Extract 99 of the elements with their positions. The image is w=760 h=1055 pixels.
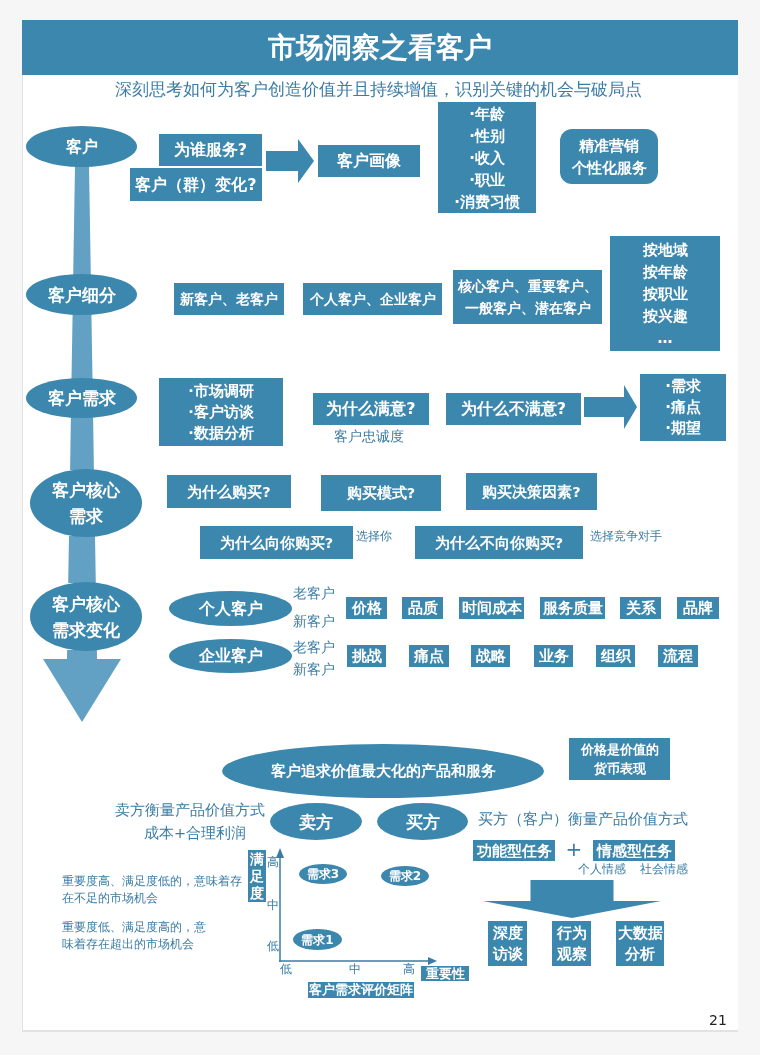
annotation: 选择你 (356, 527, 392, 545)
block-arrow (483, 880, 661, 918)
keyword-box: 时间成本 (459, 597, 524, 619)
oval-label: 卖方 (270, 803, 362, 840)
annotation: 买方（客户）衡量产品价值方式 (478, 809, 688, 829)
stage-oval: 客户核心需求变化 (30, 582, 142, 651)
title-banner: 市场洞察之看客户 (22, 20, 738, 75)
axis-tick-label: 低 (267, 937, 279, 955)
point-oval: 需求2 (381, 866, 429, 886)
list-box (610, 236, 720, 351)
text-line: ·数据分析 (188, 423, 254, 443)
question-box: 购买模式? (321, 475, 441, 511)
block-arrow (266, 139, 314, 183)
keyword-box: 价格 (346, 597, 387, 619)
keyword-box: 痛点 (409, 645, 449, 667)
text-line: 按年龄 (642, 261, 688, 283)
text-line: 个性化服务 (571, 157, 647, 179)
text-box: 价格是价值的货币表现 (569, 738, 670, 780)
annotation: 个人情感 (578, 860, 626, 878)
text-line: 按地域 (642, 239, 688, 261)
text-box: 核心客户、重要客户、一般客户、潜在客户 (453, 270, 602, 324)
text-line: ·性别 (469, 125, 505, 147)
annotation: 新客户 (293, 661, 335, 679)
keyword-box: 挑战 (347, 645, 386, 667)
annotation: 老客户 (293, 639, 335, 657)
question-box: 为什么购买? (167, 475, 291, 508)
list-box (640, 374, 726, 441)
oval-label: 个人客户 (169, 591, 292, 626)
chart-caption-box: 客户需求评价矩阵 (308, 982, 414, 998)
block-arrow (584, 385, 637, 429)
text-box: 情感型任务 (593, 840, 675, 861)
annotation: 老客户 (293, 585, 335, 603)
question-box: 为谁服务? (159, 134, 262, 166)
text-line: ·收入 (469, 147, 505, 169)
note-text: 重要度高、满足度低的，意味着存在不足的市场机会 (62, 873, 243, 907)
method-box: 大数据分析 (616, 921, 664, 966)
stage-oval: 客户 (26, 126, 137, 167)
question-box: 购买决策因素? (466, 473, 597, 510)
list-box (159, 378, 283, 446)
text-line: ·期望 (665, 418, 701, 439)
stage-oval: 客户需求 (26, 378, 137, 418)
question-box: 为什么向你购买? (200, 526, 353, 559)
rounded-box (560, 129, 658, 184)
text-line: ·市场调研 (188, 381, 254, 401)
text-line: ·职业 (469, 169, 505, 191)
annotation: 客户忠诚度 (334, 428, 404, 446)
text-box: 新客户、老客户 (174, 283, 284, 315)
plus-sign: + (565, 837, 583, 861)
keyword-box: 服务质量 (540, 597, 605, 619)
list-box (438, 102, 536, 213)
annotation: 卖方衡量产品价值方式 (115, 800, 265, 820)
keyword-box: 组织 (596, 645, 635, 667)
text-line: ·消费习惯 (454, 191, 520, 213)
text-line: 按职业 (642, 283, 688, 305)
axis-tick-label: 高 (403, 960, 415, 978)
arrow-shaft (68, 536, 96, 583)
text-line: ·痛点 (665, 397, 701, 418)
subtitle: 深刻思考如何为客户创造价值并且持续增值，识别关键的机会与破局点 (114, 77, 642, 101)
question-box: 为什么不向你购买? (415, 526, 583, 559)
keyword-box: 流程 (658, 645, 698, 667)
page-number: 21 (709, 1012, 727, 1028)
keyword-box: 关系 (620, 597, 661, 619)
text-line: … (657, 327, 673, 349)
text-box: 客户画像 (318, 145, 420, 177)
text-line: ·客户访谈 (188, 402, 254, 422)
axis-tick-label: 中 (349, 960, 361, 978)
keyword-box: 品牌 (677, 597, 719, 619)
note-text: 重要度低、满足度高的，意味着存在超出的市场机会 (62, 919, 207, 953)
annotation: 社会情感 (640, 860, 688, 878)
method-box: 行为观察 (552, 921, 591, 966)
text-line: 精准营销 (579, 135, 639, 157)
axis-tick-label: 中 (267, 896, 279, 914)
keyword-box: 业务 (534, 645, 573, 667)
oval-label: 企业客户 (169, 639, 292, 673)
keyword-box: 品质 (402, 597, 443, 619)
keyword-box: 战略 (471, 645, 510, 667)
stage-oval: 客户核心需求 (30, 469, 142, 537)
text-box: 功能型任务 (473, 840, 555, 861)
text-box: 个人客户、企业客户 (303, 283, 442, 315)
axis-title-box: 满足度 (248, 850, 266, 902)
question-box: 为什么满意? (313, 393, 429, 425)
method-box: 深度访谈 (488, 921, 527, 966)
point-oval: 需求1 (293, 929, 342, 950)
block-arrow (43, 650, 121, 722)
annotation: 新客户 (293, 613, 335, 631)
oval-label: 客户追求价值最大化的产品和服务 (222, 744, 544, 798)
axis-tick-label: 低 (280, 960, 292, 978)
text-line: 按兴趣 (642, 305, 688, 327)
text-line: ·年龄 (469, 103, 505, 125)
axis-title-box: 重要性 (421, 966, 469, 981)
stage-oval: 客户细分 (26, 274, 137, 315)
point-oval: 需求3 (299, 864, 347, 884)
text-line: ·需求 (665, 376, 701, 397)
annotation: 成本+合理利润 (143, 823, 247, 843)
question-box: 客户（群）变化? (130, 168, 262, 201)
oval-label: 买方 (377, 803, 468, 840)
question-box: 为什么不满意? (446, 393, 581, 425)
annotation: 选择竞争对手 (590, 527, 662, 545)
axis-tick-label: 高 (267, 853, 279, 871)
